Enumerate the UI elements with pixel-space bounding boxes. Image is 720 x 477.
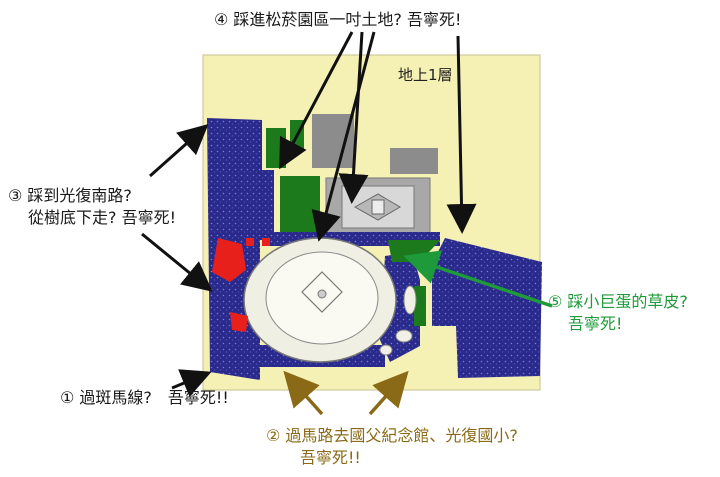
stadium [243, 237, 397, 363]
arrow-4a [279, 31, 354, 170]
annotation-2-line2: 吾寧死!! [300, 448, 361, 467]
arrow-2a [283, 370, 324, 416]
plaza-shapes [379, 285, 417, 356]
arrow-3b [141, 232, 213, 292]
arrow-4b [338, 31, 369, 204]
brown-arrows [283, 370, 409, 416]
floor-label: 地上1層 [398, 66, 453, 84]
arrow-1 [171, 369, 212, 398]
annotation-4: ④ 踩進松菸園區一吋土地? 吾寧死! [214, 10, 462, 29]
arrow-2b [368, 370, 409, 416]
annotation-3-line1: ③ 踩到光復南路? [8, 186, 132, 205]
arrow-3a [149, 124, 209, 178]
annotation-5-line1: ⑤ 踩小巨蛋的草皮? [548, 292, 688, 311]
annotation-1: ① 過斑馬線? 吾寧死!! [60, 388, 229, 407]
arrow-5 [403, 250, 553, 308]
black-arrows [141, 31, 477, 398]
arrow-4d [446, 35, 477, 234]
arrow-4c [311, 31, 376, 242]
annotation-5-line2: 吾寧死! [568, 314, 623, 333]
grass-areas [266, 120, 440, 326]
annotation-2-line1: ② 過馬路去國父紀念館、光復國小? [266, 426, 518, 445]
red-zones [212, 238, 270, 332]
central-complex [325, 177, 431, 237]
annotation-3-line2: 從樹底下走? 吾寧死! [28, 208, 176, 227]
